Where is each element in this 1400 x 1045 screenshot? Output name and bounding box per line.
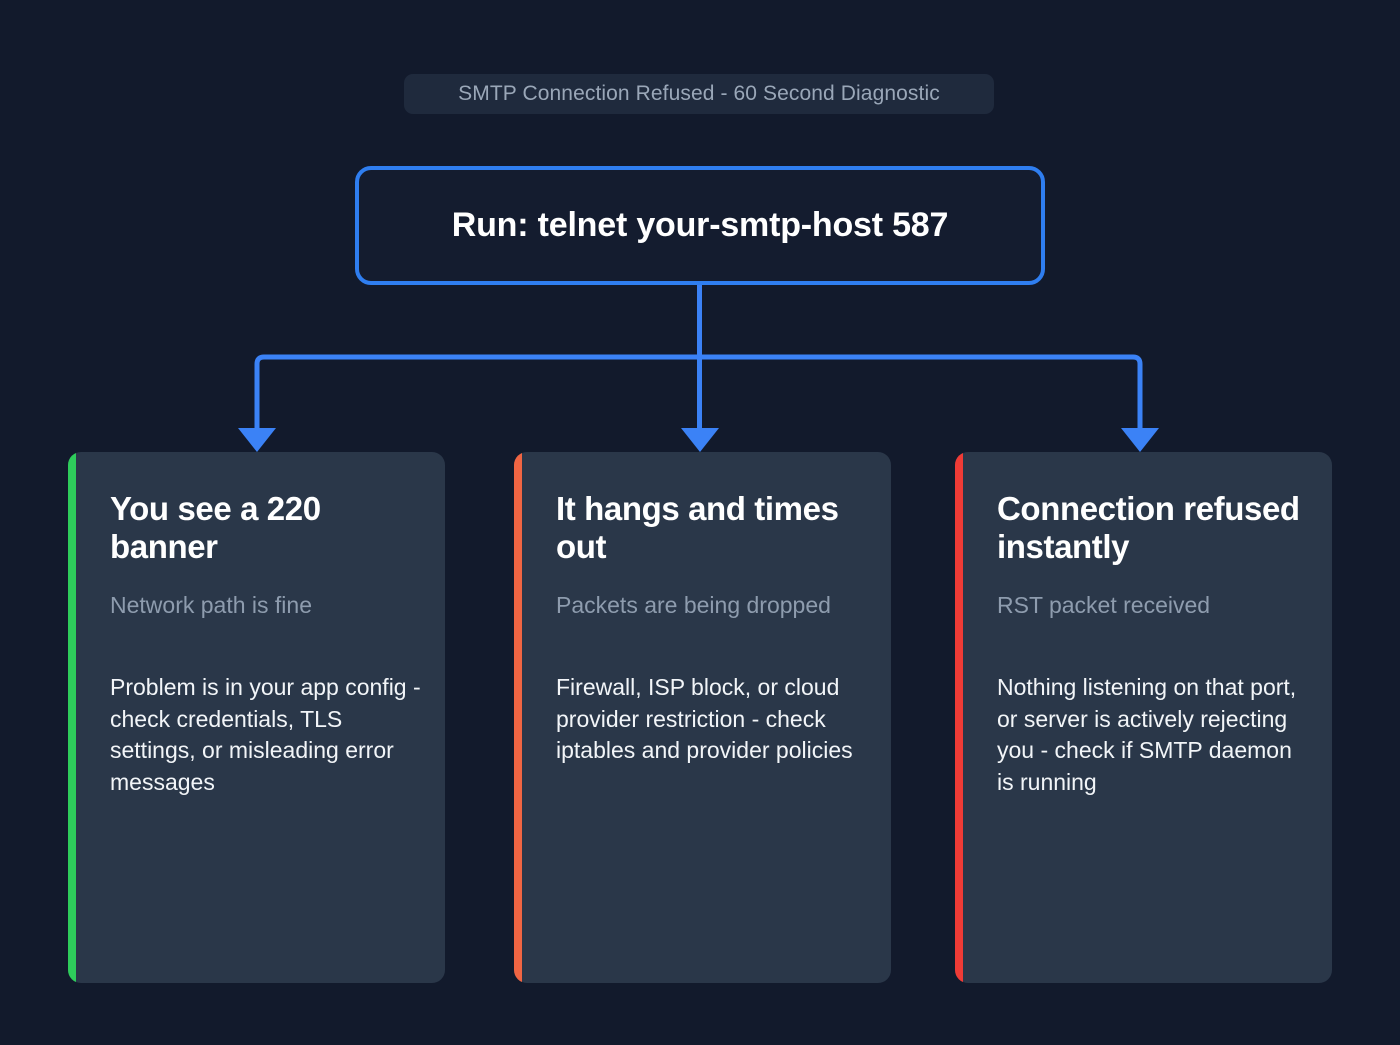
branch-card-green[interactable]: You see a 220 banner Network path is fin… <box>68 452 445 983</box>
arrowhead-left <box>238 428 276 452</box>
branch-headline: It hangs and times out <box>556 490 839 566</box>
branch-subtitle: RST packet received <box>997 591 1211 618</box>
connector-left <box>254 354 700 430</box>
branch-subtitle: Network path is fine <box>110 591 312 618</box>
accent-bar-orange <box>514 452 522 983</box>
accent-bar-green <box>68 452 76 983</box>
arrowhead-middle <box>681 428 719 452</box>
branch-card-content: Connection refused instantly RST packet … <box>997 490 1310 798</box>
chart-title: SMTP Connection Refused - 60 Second Diag… <box>458 82 940 105</box>
branch-headline: Connection refused instantly <box>997 490 1300 566</box>
root-command-label: Run: telnet your-smtp-host 587 <box>451 206 949 244</box>
root-command-node: Run: telnet your-smtp-host 587 <box>355 166 1045 285</box>
branch-body: Firewall, ISP block, or cloud provider r… <box>556 674 853 764</box>
branch-card-content: You see a 220 banner Network path is fin… <box>110 490 423 798</box>
branch-card-orange[interactable]: It hangs and times out Packets are being… <box>514 452 891 983</box>
connector-right <box>699 354 1143 430</box>
arrowhead-right <box>1121 428 1159 452</box>
branch-card-content: It hangs and times out Packets are being… <box>556 490 869 767</box>
accent-bar-red <box>955 452 963 983</box>
branch-body: Nothing listening on that port, or serve… <box>997 674 1297 795</box>
branch-card-red[interactable]: Connection refused instantly RST packet … <box>955 452 1332 983</box>
branch-subtitle: Packets are being dropped <box>556 591 831 618</box>
chart-title-pill: SMTP Connection Refused - 60 Second Diag… <box>404 74 994 114</box>
branch-body: Problem is in your app config - check cr… <box>110 674 421 795</box>
branch-headline: You see a 220 banner <box>110 490 321 566</box>
